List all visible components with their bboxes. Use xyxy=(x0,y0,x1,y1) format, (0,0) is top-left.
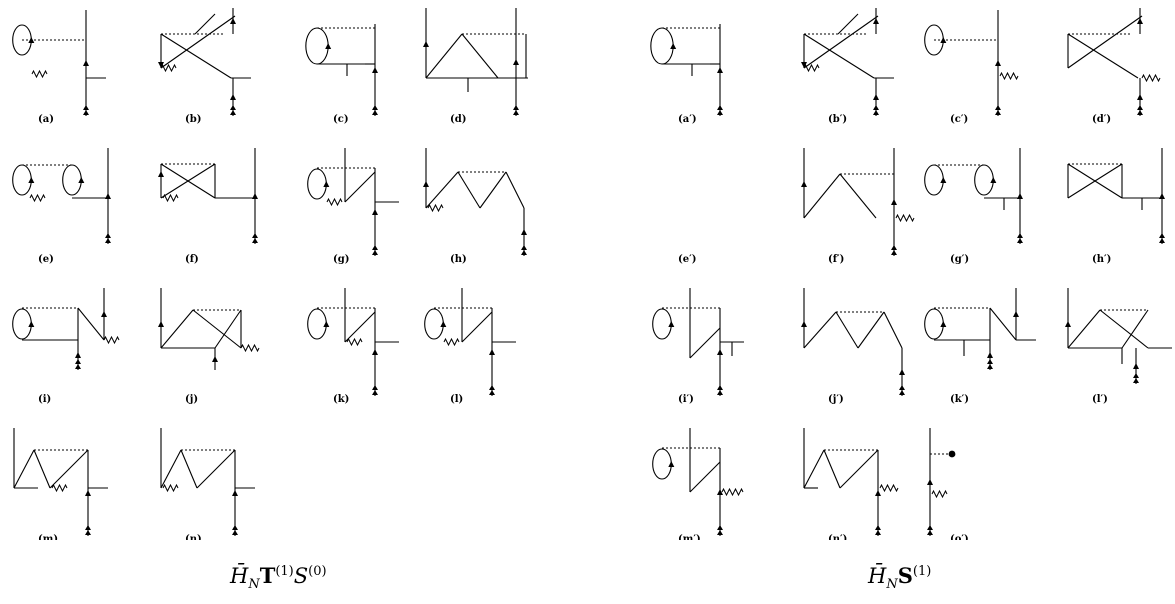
feynman-diagrams: (a) (b) (c) (d) (e) (f) (g) (h) (i) (j) (k) (l) (m) (… xyxy=(12,8,1172,545)
left-label-5: (f) xyxy=(185,254,199,265)
left-caption: H̄NT(1)S(0) xyxy=(230,563,327,593)
left-label-13: (n) xyxy=(185,534,202,540)
left-diagram-5 xyxy=(158,148,258,244)
left-label-2: (c) xyxy=(333,114,349,125)
right-diagram-8 xyxy=(652,288,744,396)
left-diagram-6 xyxy=(307,148,399,256)
left-label-6: (g) xyxy=(333,254,349,265)
left-diagram-11 xyxy=(424,288,516,396)
right-label-10: (k′) xyxy=(950,394,969,405)
right-label-5: (f′) xyxy=(828,254,844,265)
right-diagram-12 xyxy=(652,428,744,536)
left-label-3: (d) xyxy=(450,114,466,125)
right-label-0: (a′) xyxy=(678,114,697,125)
left-label-4: (e) xyxy=(38,254,54,265)
left-diagram-8 xyxy=(12,288,120,370)
right-label-2: (c′) xyxy=(950,114,968,125)
right-diagram-5 xyxy=(801,148,915,256)
left-label-8: (i) xyxy=(38,394,51,405)
left-diagram-3 xyxy=(423,8,528,116)
right-label-11: (l′) xyxy=(1092,394,1108,405)
right-label-1: (b′) xyxy=(828,114,847,125)
right-diagram-9 xyxy=(801,288,905,396)
left-label-12: (m) xyxy=(38,534,58,540)
left-diagram-13 xyxy=(160,428,255,536)
right-label-3: (d′) xyxy=(1092,114,1111,125)
right-label-4: (e′) xyxy=(678,254,696,265)
right-label-9: (j′) xyxy=(828,394,844,405)
right-label-8: (i′) xyxy=(678,394,694,405)
right-diagram-7 xyxy=(1067,148,1165,244)
right-label-12: (m′) xyxy=(678,534,701,540)
right-diagram-3 xyxy=(1067,8,1161,116)
left-diagram-4 xyxy=(12,148,111,244)
left-label-1: (b) xyxy=(185,114,201,125)
right-diagram-14 xyxy=(927,428,956,536)
right-caption: H̄NS(1) xyxy=(868,563,932,593)
right-diagram-11 xyxy=(1065,288,1172,384)
left-diagram-12 xyxy=(13,428,108,536)
right-label-13: (n′) xyxy=(828,534,847,540)
right-diagram-6 xyxy=(924,148,1023,244)
right-diagram-1 xyxy=(801,8,894,116)
right-label-7: (h′) xyxy=(1092,254,1111,265)
left-diagram-10 xyxy=(307,288,399,396)
right-diagram-10 xyxy=(924,288,1036,370)
left-diagram-0 xyxy=(12,10,106,116)
right-label-6: (g′) xyxy=(950,254,969,265)
left-diagram-1 xyxy=(158,8,251,116)
right-diagram-0 xyxy=(650,24,723,116)
right-diagram-13 xyxy=(803,428,899,536)
left-diagram-9 xyxy=(158,288,260,370)
left-label-7: (h) xyxy=(450,254,467,265)
left-label-0: (a) xyxy=(38,114,54,125)
left-label-10: (k) xyxy=(333,394,349,405)
left-diagram-2 xyxy=(305,24,378,116)
left-label-9: (j) xyxy=(185,394,198,405)
right-diagram-2 xyxy=(924,10,1019,116)
right-label-14: (o′) xyxy=(950,534,969,540)
left-label-11: (l) xyxy=(450,394,463,405)
left-diagram-7 xyxy=(423,148,527,256)
